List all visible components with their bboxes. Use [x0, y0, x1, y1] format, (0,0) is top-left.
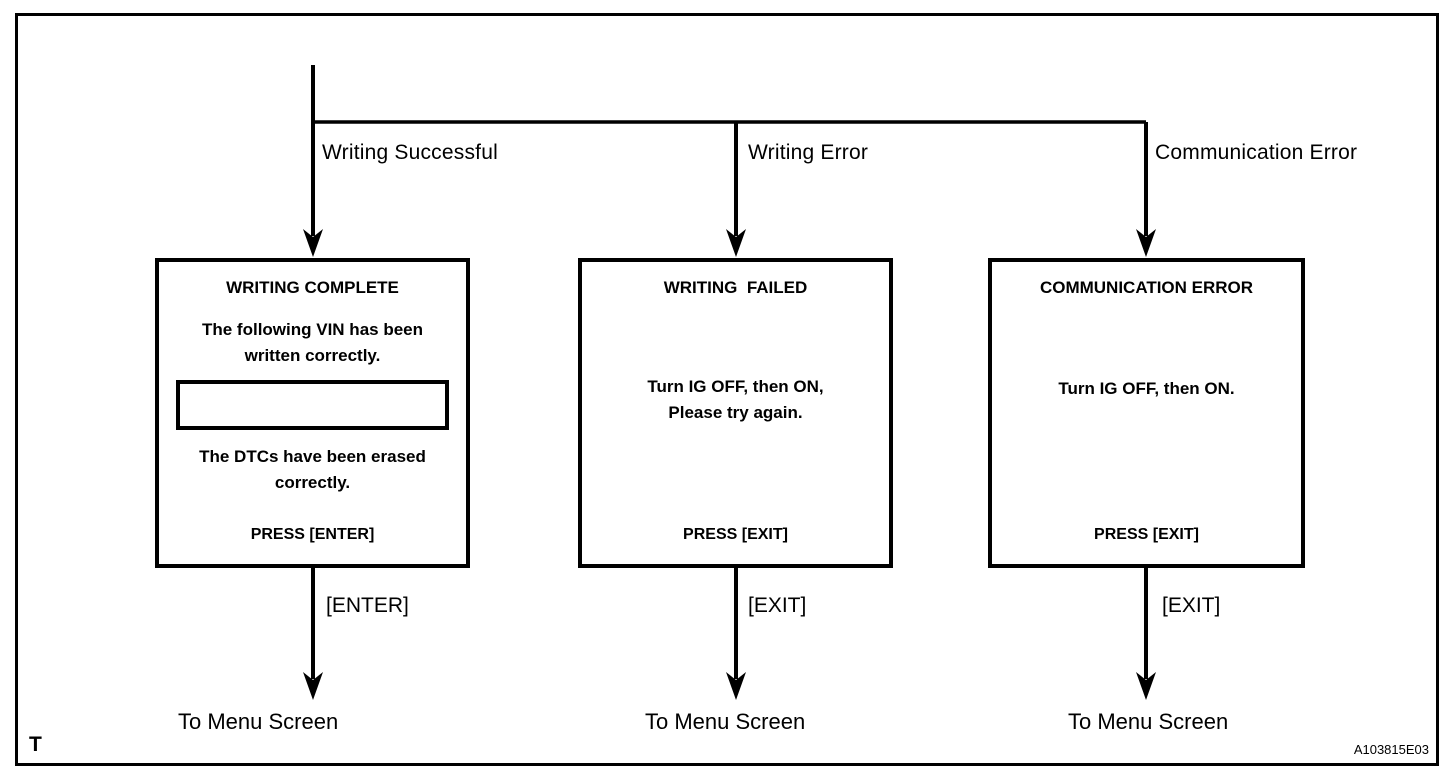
arrowhead-into-box-3: [1136, 229, 1156, 257]
destination-label-2: To Menu Screen: [645, 709, 806, 734]
branch-label-writing-error: Writing Error: [748, 141, 869, 164]
box-communication-error: COMMUNICATION ERROR Turn IG OFF, then ON…: [988, 258, 1305, 568]
corner-label-t: T: [29, 733, 42, 756]
box-writing-complete-dtc-message: The DTCs have been erased correctly.: [199, 447, 426, 492]
arrowhead-to-menu-1: [303, 672, 323, 700]
destination-label-1: To Menu Screen: [178, 709, 339, 734]
vin-value-field: [176, 380, 449, 430]
key-label-exit-3: [EXIT]: [1162, 594, 1221, 617]
box-communication-error-footer: PRESS [EXIT]: [1094, 526, 1199, 543]
arrowhead-to-menu-2: [726, 672, 746, 700]
box-writing-failed-message: Turn IG OFF, then ON, Please try again.: [647, 377, 824, 422]
box-communication-error-title: COMMUNICATION ERROR: [1039, 278, 1254, 297]
figure-id: A103815E03: [1353, 742, 1429, 757]
branch-label-communication-error: Communication Error: [1155, 141, 1358, 164]
box-writing-complete-footer: PRESS [ENTER]: [250, 526, 375, 543]
arrowhead-into-box-1: [303, 229, 323, 257]
box-writing-failed-footer: PRESS [EXIT]: [683, 526, 788, 543]
arrowhead-into-box-2: [726, 229, 746, 257]
destination-label-3: To Menu Screen: [1068, 709, 1229, 734]
box-writing-failed-title: WRITING FAILED: [663, 278, 808, 297]
box-communication-error-message: Turn IG OFF, then ON.: [1058, 379, 1235, 398]
box-writing-complete-title: WRITING COMPLETE: [226, 278, 399, 297]
key-label-enter: [ENTER]: [326, 594, 409, 617]
arrowhead-to-menu-3: [1136, 672, 1156, 700]
box-writing-complete-vin-message: The following VIN has been written corre…: [201, 320, 424, 365]
box-writing-complete: WRITING COMPLETE The following VIN has b…: [155, 258, 470, 568]
key-label-exit-2: [EXIT]: [748, 594, 807, 617]
branch-label-writing-successful: Writing Successful: [322, 141, 498, 164]
box-writing-failed: WRITING FAILED Turn IG OFF, then ON, Ple…: [578, 258, 893, 568]
